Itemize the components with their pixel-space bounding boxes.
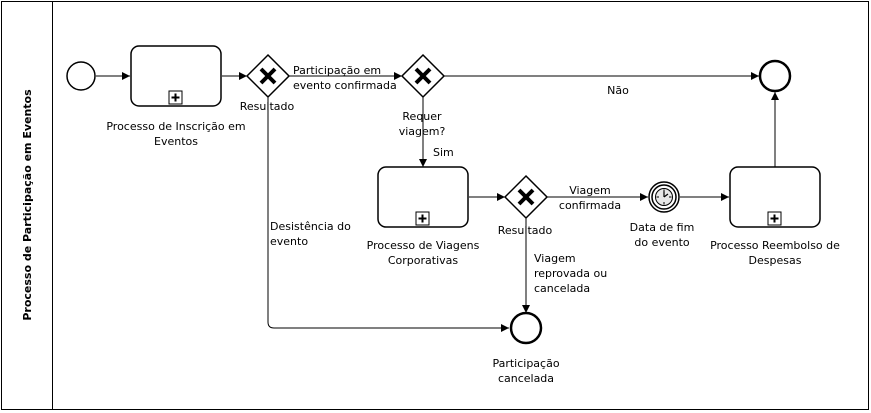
task-reembolso-label-line1: Processo Reembolso de — [710, 239, 840, 252]
gateway-resultado-1[interactable] — [245, 53, 291, 99]
gateway-resultado-1-label: Resultado — [240, 100, 295, 113]
subprocess-marker-icon — [767, 211, 782, 226]
exclusive-x-icon — [517, 188, 535, 206]
task-reembolso-label-line2: Despesas — [749, 254, 802, 267]
end-event-cancelada[interactable] — [509, 311, 543, 345]
gateway-requer-viagem[interactable] — [400, 53, 446, 99]
flow-viagem-confirmada-label-line2: confirmada — [559, 199, 621, 212]
gateway-resultado-2-label: Resultado — [498, 224, 553, 237]
timer-event[interactable] — [648, 181, 680, 213]
flow-nao-label: Não — [607, 84, 629, 97]
task-inscricao[interactable] — [130, 45, 222, 107]
end-event-cancelada-label-line1: Participação — [492, 357, 559, 370]
gateway-requer-viagem-label-line2: viagem? — [399, 125, 446, 138]
timer-event-label-line1: Data de fim — [630, 221, 695, 234]
exclusive-x-icon — [414, 67, 432, 85]
gateway-requer-viagem-label-line1: Requer — [402, 110, 442, 123]
subprocess-marker-icon — [415, 211, 430, 226]
start-event[interactable] — [66, 61, 96, 91]
exclusive-x-icon — [259, 67, 277, 85]
clock-icon — [655, 188, 673, 206]
flow-confirmada-label-line2: evento confirmada — [293, 79, 397, 92]
timer-event-label-line2: do evento — [634, 236, 690, 249]
task-inscricao-label-line2: Eventos — [154, 135, 198, 148]
flow-viagem-reprovada-label-line3: cancelada — [534, 282, 590, 295]
task-viagens[interactable] — [377, 166, 469, 228]
pool-label: Processo de Participação em Eventos — [21, 89, 34, 321]
flow-desistencia — [267, 97, 509, 332]
flow-viagem-reprovada-label-line2: reprovada ou — [534, 267, 607, 280]
flow-confirmada-label-line1: Participação em — [293, 64, 381, 77]
task-viagens-label-line2: Corporativas — [388, 254, 459, 267]
flow-viagem-confirmada-label-line1: Viagem — [569, 184, 611, 197]
flow-desistencia-label-line1: Desistência do — [270, 220, 351, 233]
task-viagens-label-line1: Processo de Viagens — [367, 239, 480, 252]
end-event-cancelada-label-line2: cancelada — [498, 372, 554, 385]
task-reembolso[interactable] — [729, 166, 821, 228]
task-inscricao-label-line1: Processo de Inscrição em — [106, 120, 245, 133]
subprocess-marker-icon — [168, 90, 183, 105]
flow-viagem-reprovada-label-line1: Viagem — [534, 252, 576, 265]
end-event-top[interactable] — [758, 59, 792, 93]
flow-desistencia-label-line2: evento — [270, 235, 308, 248]
flow-sim-label: Sim — [433, 146, 454, 159]
gateway-resultado-2[interactable] — [503, 174, 549, 220]
